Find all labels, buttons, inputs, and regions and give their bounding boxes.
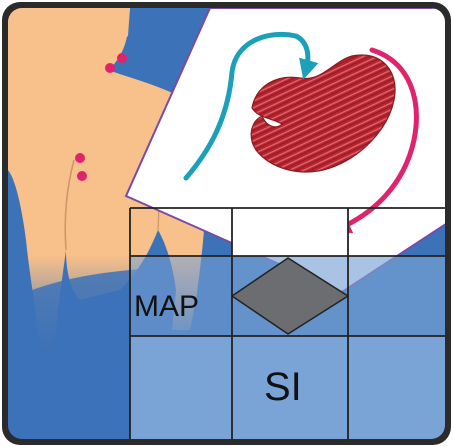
si-label: SI [264,365,302,409]
grid-cell [348,256,445,336]
grid-cell [348,336,445,439]
electrode-dot [117,53,127,63]
electrode-dot [77,171,87,181]
electrode-dot [75,153,85,163]
grid-cell [232,208,348,256]
electrode-dot [105,63,115,73]
grid-cell [130,336,232,439]
map-label: MAP [134,290,199,323]
